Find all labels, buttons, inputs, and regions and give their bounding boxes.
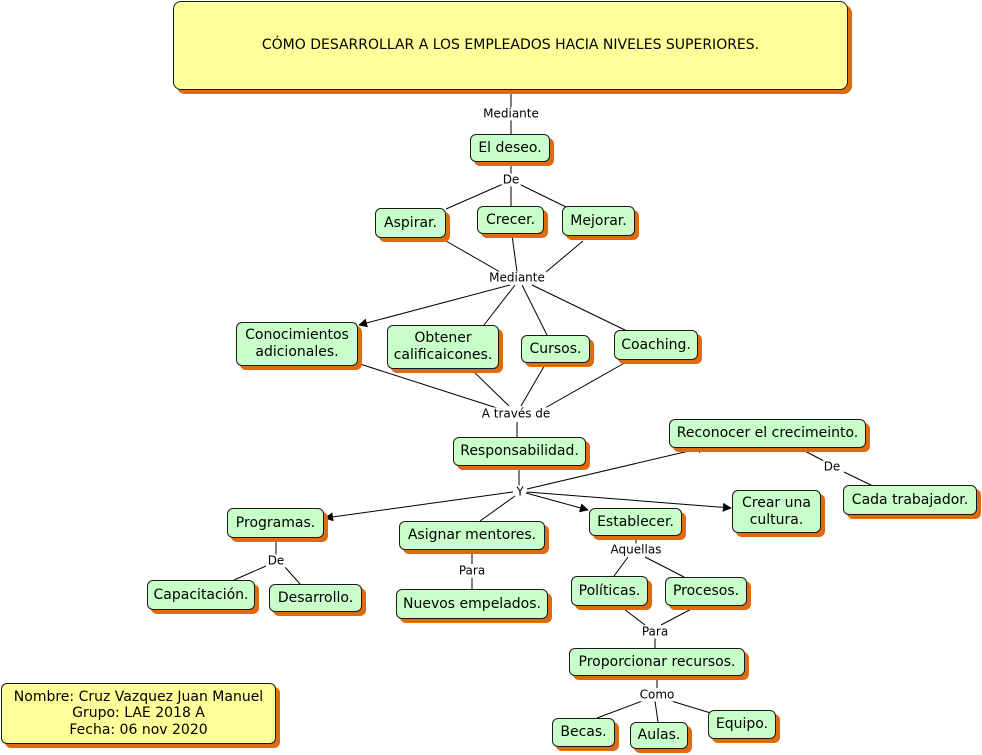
node-coaching[interactable]: Coaching. <box>614 330 698 360</box>
node-label: Capacitación. <box>153 586 249 603</box>
node-crecer[interactable]: Crecer. <box>477 206 544 234</box>
connector-arrow <box>358 284 511 328</box>
author-info-box: Nombre: Cruz Vazquez Juan Manuel Grupo: … <box>1 683 276 744</box>
node-label: Establecer. <box>597 513 674 530</box>
node-label: El deseo. <box>478 139 542 156</box>
node-proporcionar-recursos[interactable]: Proporcionar recursos. <box>569 648 745 676</box>
connector <box>483 284 516 326</box>
node-procesos[interactable]: Procesos. <box>665 577 747 606</box>
connector <box>596 699 646 719</box>
node-aulas[interactable]: Aulas. <box>630 722 688 749</box>
node-cada-trabajador[interactable]: Cada trabajador. <box>843 485 977 515</box>
node-capacitacion[interactable]: Capacitación. <box>147 580 255 610</box>
connector <box>660 605 698 626</box>
connector-arrow <box>324 491 514 522</box>
node-responsabilidad[interactable]: Responsabilidad. <box>453 437 586 466</box>
node-label: Procesos. <box>672 583 740 600</box>
node-label: Becas. <box>560 724 607 741</box>
connector <box>667 699 715 715</box>
connector <box>539 240 584 278</box>
link-label-mediante: Mediante <box>482 106 540 121</box>
node-label: Aulas. <box>637 727 681 744</box>
author-date: Fecha: 06 nov 2020 <box>69 721 208 738</box>
connector <box>445 240 501 273</box>
connector <box>283 565 301 585</box>
connector <box>471 369 510 407</box>
connector <box>359 363 498 409</box>
link-label-a-traves-de: A través de <box>480 406 552 421</box>
node-desarrollo[interactable]: Desarrollo. <box>269 584 362 612</box>
node-label: Crear una cultura. <box>742 494 811 528</box>
node-label: Coaching. <box>621 336 691 353</box>
connector <box>511 234 518 273</box>
author-name: Nombre: Cruz Vazquez Juan Manuel <box>13 689 264 706</box>
node-reconocer[interactable]: Reconocer el crecimeinto. <box>669 419 866 448</box>
node-label: Mejorar. <box>570 212 627 229</box>
connector-arrow <box>525 492 589 513</box>
node-aspirar[interactable]: Aspirar. <box>375 208 446 238</box>
connector <box>531 284 628 332</box>
node-crear-cultura[interactable]: Crear una cultura. <box>732 490 821 533</box>
node-equipo[interactable]: Equipo. <box>708 710 776 739</box>
link-label-como: Como <box>638 687 676 702</box>
node-label: Crecer. <box>485 211 536 228</box>
connector <box>619 605 646 626</box>
connector <box>518 183 567 208</box>
connector-arrow <box>526 491 732 512</box>
link-label-mediante: Mediante <box>488 270 546 285</box>
node-label: Aspirar. <box>384 214 437 231</box>
node-label: Equipo. <box>715 716 769 733</box>
connector <box>800 448 825 462</box>
connector <box>521 284 548 336</box>
node-cursos[interactable]: Cursos. <box>521 335 590 363</box>
connector <box>445 183 504 210</box>
connector-arrow <box>526 444 707 490</box>
node-programas[interactable]: Programas. <box>227 508 324 538</box>
node-mejorar[interactable]: Mejorar. <box>562 206 635 236</box>
title-node: CÓMO DESARROLLAR A LOS EMPLEADOS HACIA N… <box>173 1 848 90</box>
author-group: Grupo: LAE 2018 A <box>72 705 205 722</box>
node-asignar-mentores[interactable]: Asignar mentores. <box>399 521 545 550</box>
node-label: Responsabilidad. <box>460 443 579 460</box>
node-label: Cursos. <box>529 340 582 357</box>
connector <box>613 556 629 577</box>
link-label-de: De <box>266 553 286 568</box>
node-nuevos-empleados[interactable]: Nuevos empelados. <box>396 589 548 619</box>
node-label: Desarrollo. <box>277 589 354 606</box>
connector <box>520 362 547 407</box>
node-label: Nuevos empelados. <box>403 595 541 612</box>
node-label: Asignar mentores. <box>407 527 537 544</box>
connector <box>654 700 659 723</box>
node-label: Cada trabajador. <box>851 491 969 508</box>
node-label: Reconocer el crecimeinto. <box>676 425 859 442</box>
connector <box>233 565 267 581</box>
link-label-y: Y <box>515 484 525 499</box>
node-label: Políticas. <box>578 582 641 599</box>
connector <box>479 495 516 522</box>
title-text: CÓMO DESARROLLAR A LOS EMPLEADOS HACIA N… <box>261 37 760 54</box>
link-label-aquellas: Aquellas <box>609 542 663 557</box>
node-deseo[interactable]: El deseo. <box>470 134 550 162</box>
link-label-para: Para <box>640 624 670 639</box>
node-becas[interactable]: Becas. <box>552 718 615 747</box>
node-establecer[interactable]: Establecer. <box>589 508 682 536</box>
node-label: Proporcionar recursos. <box>578 653 736 670</box>
link-label-de: De <box>501 172 521 187</box>
node-label: Programas. <box>235 514 316 531</box>
node-label: Obtener calificaicones. <box>393 330 493 363</box>
connector <box>544 360 629 409</box>
node-conocimientos[interactable]: Conocimientos adicionales. <box>236 322 358 366</box>
link-label-para: Para <box>457 563 487 578</box>
node-calificaciones[interactable]: Obtener calificaicones. <box>387 325 499 369</box>
connector <box>644 556 685 578</box>
node-politicas[interactable]: Políticas. <box>571 576 648 606</box>
link-label-de: De <box>822 459 842 474</box>
node-label: Conocimientos adicionales. <box>245 327 349 360</box>
